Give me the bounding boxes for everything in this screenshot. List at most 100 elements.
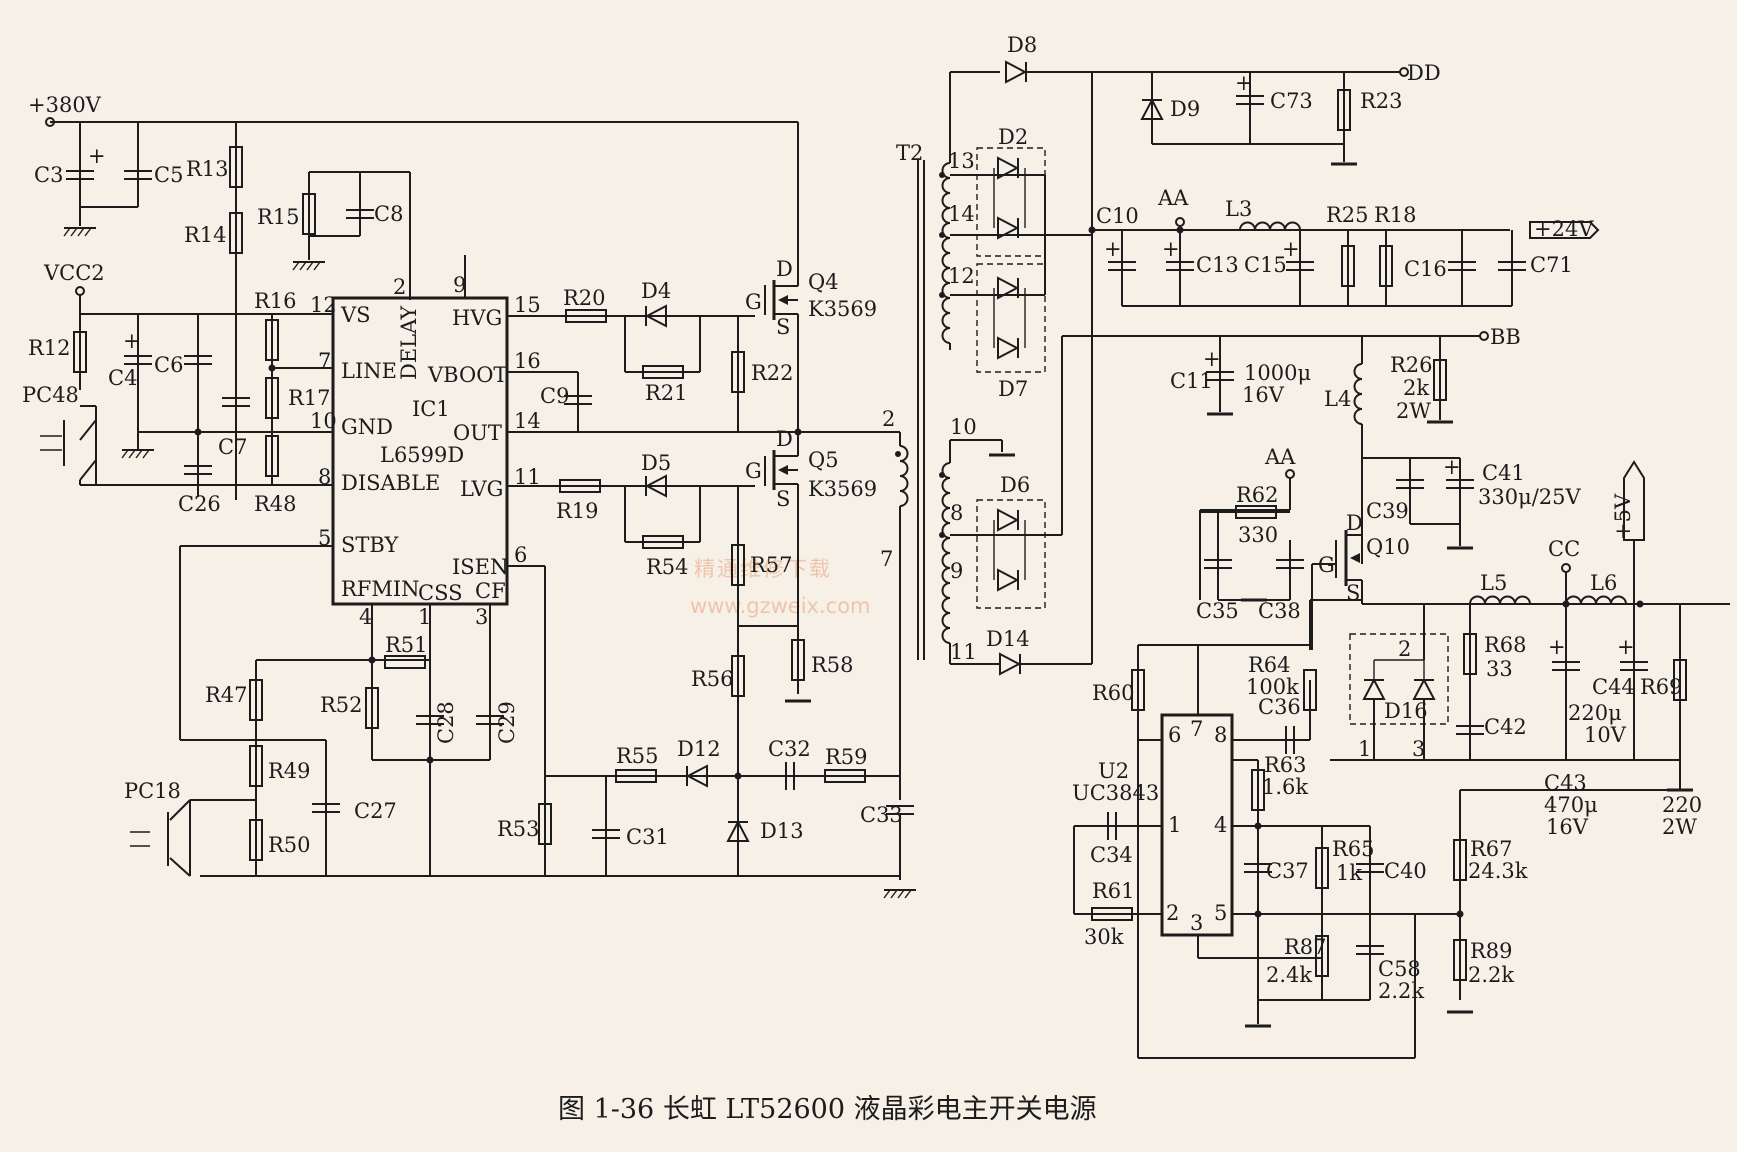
t2-primary (883, 432, 917, 899)
label-r50: R50 (268, 833, 311, 857)
label-r67-val: 24.3k (1468, 859, 1528, 883)
label-d9: D9 (1170, 97, 1200, 121)
ic1-isen: ISEN (452, 555, 508, 579)
net-vcc2: VCC2 (43, 261, 105, 285)
label-r54: R54 (646, 555, 689, 579)
high-side-drive (507, 305, 900, 436)
svg-text:+: + (1235, 71, 1253, 95)
label-c7: C7 (218, 435, 247, 459)
label-r19: R19 (556, 499, 599, 523)
u2-pin8: 8 (1214, 723, 1227, 747)
u2-part: UC3843 (1072, 781, 1159, 805)
ic1-rfmin: RFMIN (341, 577, 420, 601)
ic1-pin12: 12 (310, 293, 337, 317)
label-r63: R63 (1264, 753, 1307, 777)
q10-g: G (1318, 553, 1335, 577)
ic1-cf: CF (475, 579, 506, 603)
label-c32: C32 (768, 737, 811, 761)
label-c6: C6 (154, 353, 183, 377)
label-r13: R13 (186, 157, 229, 181)
ic1-stby: STBY (341, 533, 399, 557)
label-d14: D14 (986, 627, 1030, 651)
label-c42: C42 (1484, 715, 1527, 739)
label-r63-val: 1.6k (1262, 775, 1308, 799)
ic1-line: LINE (341, 359, 397, 383)
label-r47: R47 (205, 683, 248, 707)
u2 (1073, 599, 1416, 1059)
label-c41: C41 (1482, 461, 1525, 485)
label-r12: R12 (28, 336, 71, 360)
t2-pin2: 2 (882, 407, 895, 431)
q10-d: D (1346, 511, 1363, 535)
stby-network (130, 545, 505, 877)
label-r69-val: 220 (1662, 793, 1702, 817)
label-r89-val: 2.2k (1468, 963, 1514, 987)
label-r65: R65 (1332, 837, 1375, 861)
label-r89: R89 (1470, 939, 1513, 963)
label-c40: C40 (1384, 859, 1427, 883)
label-r53: R53 (497, 817, 540, 841)
q4-d: D (776, 257, 793, 281)
label-l5: L5 (1480, 571, 1507, 595)
d16-pin3: 3 (1412, 737, 1425, 761)
svg-text:+: + (1548, 635, 1566, 659)
ic1-pin4: 4 (359, 605, 372, 629)
ic1-pin10: 10 (310, 409, 337, 433)
rail-5v: + + (1330, 460, 1695, 1014)
label-r26-w: 2W (1396, 399, 1431, 423)
label-r60: R60 (1092, 681, 1135, 705)
q5-part: K3569 (808, 477, 877, 501)
ic1-lvg: LVG (460, 477, 503, 501)
q4-part: K3569 (808, 297, 877, 321)
label-c38: C38 (1258, 599, 1301, 623)
line-divider: + (121, 314, 333, 497)
label-pc18: PC18 (124, 779, 181, 803)
q4-ref: Q4 (808, 270, 839, 294)
d6-d14: + + (950, 331, 1489, 675)
svg-text:+: + (1617, 635, 1635, 659)
net-cc: CC (1548, 537, 1580, 561)
ic1-disable: DISABLE (341, 471, 440, 495)
label-d16: D16 (1384, 699, 1428, 723)
svg-text:+: + (123, 329, 141, 353)
low-side-drive (507, 432, 813, 780)
label-r64-val: 100k (1246, 675, 1299, 699)
label-c10: C10 (1096, 204, 1139, 228)
t2-ref: T2 (896, 141, 923, 165)
u2-pin7: 7 (1190, 717, 1203, 741)
rail-380v: + (45, 117, 799, 500)
u2-pin6: 6 (1168, 723, 1181, 747)
q4-s: S (776, 315, 790, 339)
svg-text:+: + (1282, 237, 1300, 261)
ic1-pin14: 14 (514, 409, 541, 433)
ic1-pin9: 9 (453, 273, 466, 297)
label-d5: D5 (641, 451, 671, 475)
label-c43-v: 16V (1546, 815, 1589, 839)
q5-d: D (776, 427, 793, 451)
label-d8: D8 (1007, 33, 1037, 57)
r62-c35-c38 (1200, 505, 1305, 602)
rail-24v: + + + (1104, 217, 1600, 307)
label-r62-val: 330 (1238, 523, 1278, 547)
ic1-delay: DELAY (397, 305, 421, 380)
label-r87-val: 2.4k (1266, 963, 1312, 987)
label-c5: C5 (154, 163, 183, 187)
label-c8: C8 (374, 202, 403, 226)
label-l3: L3 (1225, 197, 1252, 221)
label-r23: R23 (1360, 89, 1403, 113)
watermark-url: www.gzweix.com (690, 594, 871, 618)
label-c9: C9 (540, 384, 569, 408)
d16-pin2: 2 (1398, 637, 1411, 661)
u2-pin5: 5 (1214, 901, 1227, 925)
u2-pin2: 2 (1166, 901, 1179, 925)
label-d4: D4 (641, 279, 671, 303)
label-r67: R67 (1470, 837, 1513, 861)
label-l4: L4 (1324, 387, 1351, 411)
label-r61: R61 (1092, 879, 1135, 903)
label-c3: C3 (34, 163, 63, 187)
label-r16: R16 (254, 289, 297, 313)
t2-pin12: 12 (948, 264, 975, 288)
ic1-pin8: 8 (318, 465, 331, 489)
label-c58-val: 2.2k (1378, 979, 1424, 1003)
net-dd: DD (1407, 61, 1441, 85)
